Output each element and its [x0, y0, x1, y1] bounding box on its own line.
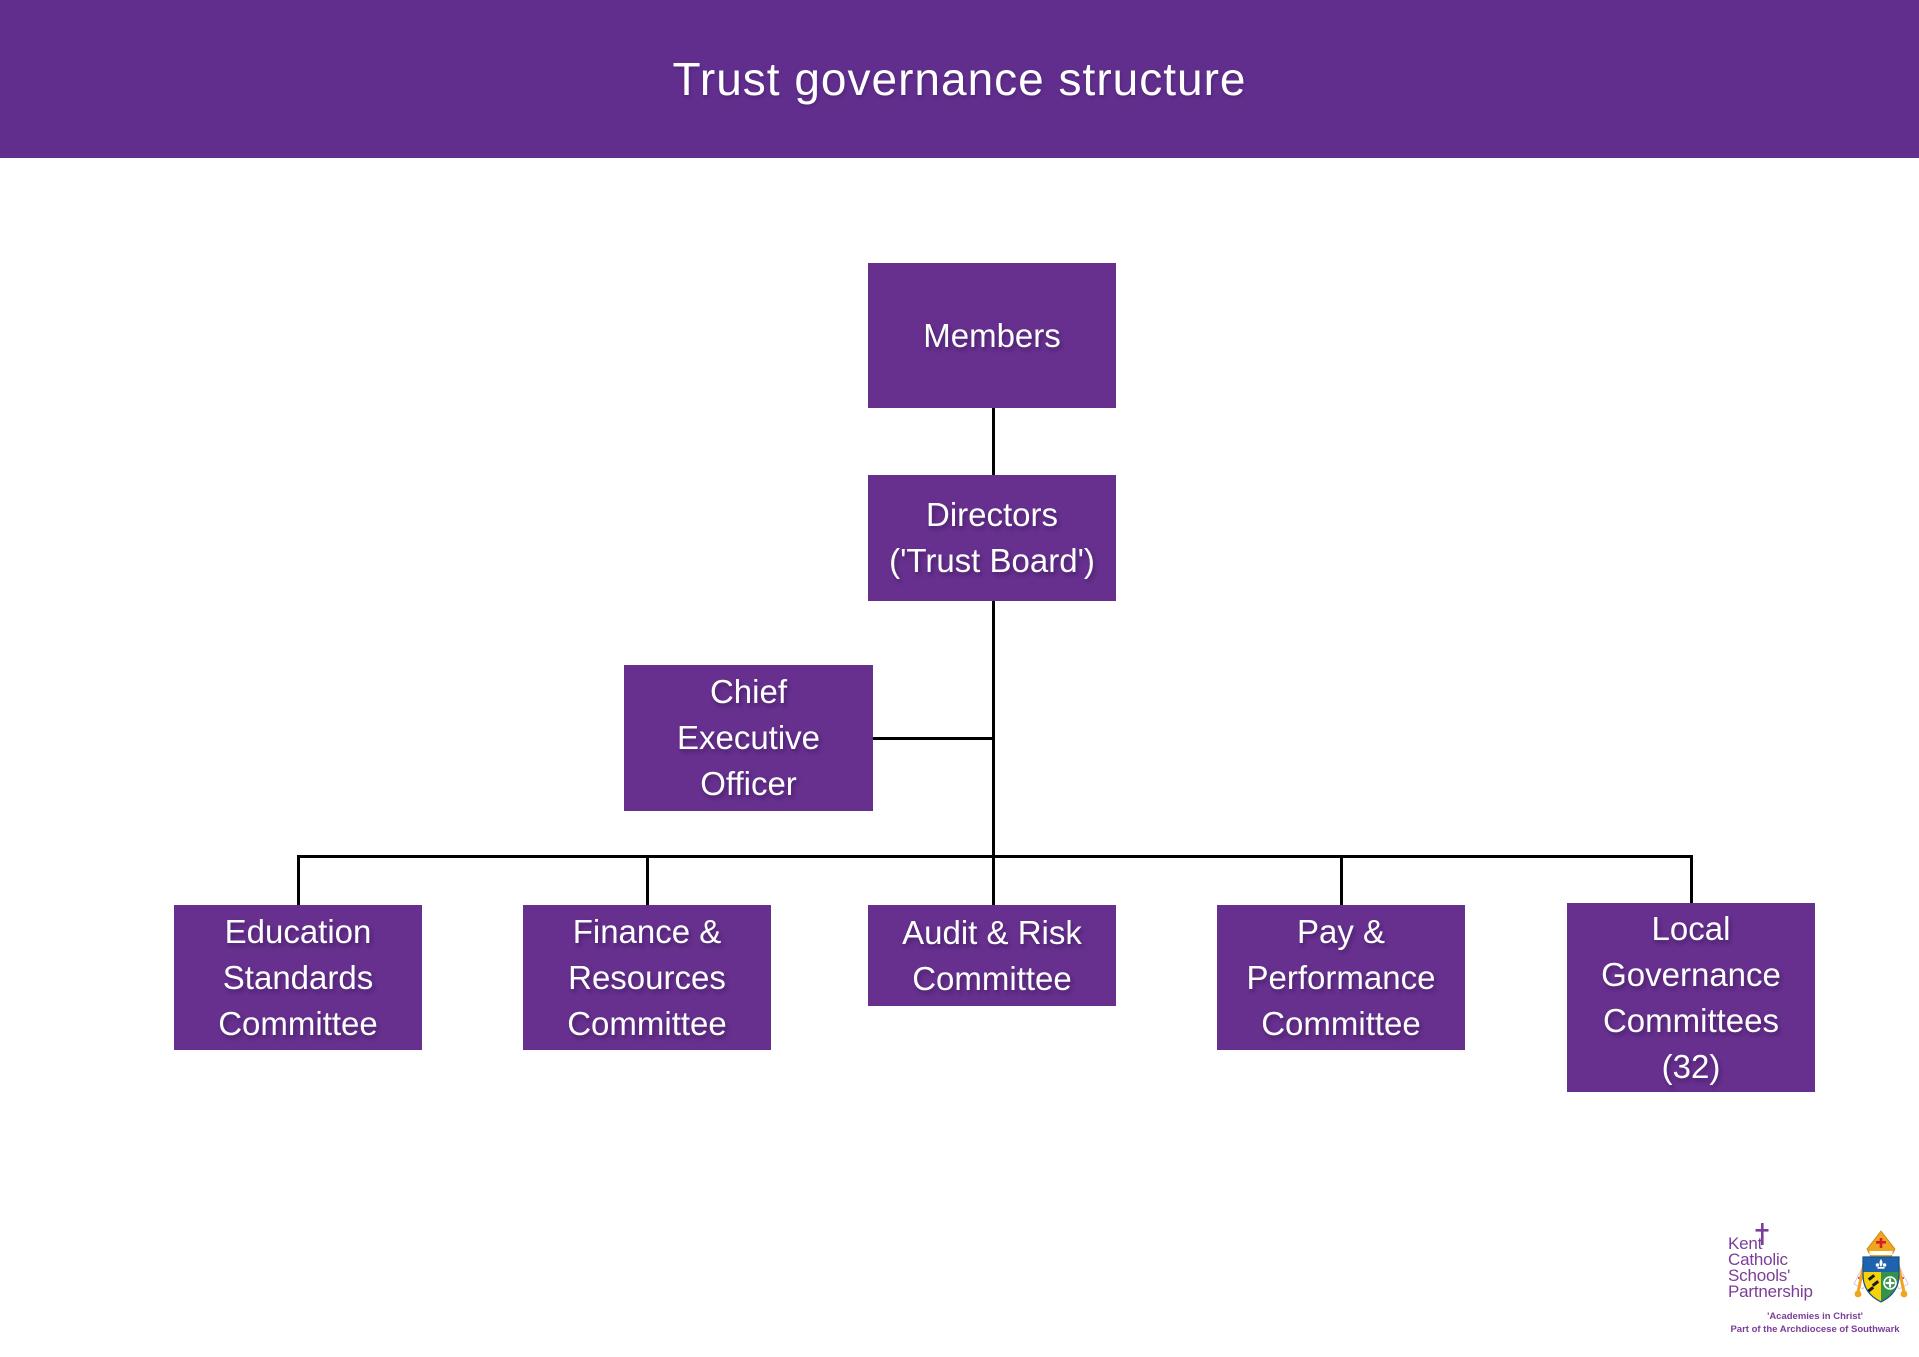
node-label-line: Committee — [567, 1004, 727, 1042]
node-label-line: Committees — [1602, 1001, 1780, 1039]
logo-wordmark: Kent Catholic Schools' Partnership — [1718, 1223, 1813, 1301]
node-audit-risk-committee: Audit & Risk Committee — [868, 905, 1116, 1006]
connector-ceo-branch — [873, 737, 994, 740]
connector-committees-horizontal — [297, 855, 1693, 858]
node-label-line: Committee — [218, 1004, 378, 1042]
node-label-line: Standards — [222, 958, 374, 996]
logo-wordmark-line: Partnership — [1728, 1282, 1813, 1301]
logo-wordmark-line: Schools' — [1728, 1266, 1791, 1285]
node-label-line: Officer — [700, 765, 797, 802]
logo-kcsp: Kent Catholic Schools' Partnership — [1718, 1223, 1912, 1335]
logo-subtext: Part of the Archdiocese of Southwark — [1730, 1324, 1900, 1335]
node-label-line: ('Trust Board') — [889, 542, 1095, 579]
node-label-line: Executive — [676, 719, 821, 756]
node-members: Members — [868, 263, 1116, 408]
node-label-line: Local — [1651, 909, 1731, 947]
node-label-line: Directors — [925, 496, 1059, 533]
node-label-line: Members — [923, 316, 1061, 354]
cross-icon — [1755, 1223, 1769, 1245]
node-local-governance-committees: Local Governance Committees (32) — [1567, 903, 1815, 1092]
node-label-line: Audit & Risk — [902, 913, 1082, 951]
archdiocese-crest-icon — [1853, 1230, 1909, 1303]
node-pay-performance-committee: Pay & Performance Committee — [1217, 905, 1465, 1050]
node-education-standards-committee: Education Standards Committee — [174, 905, 422, 1050]
logo-tagline: 'Academies in Christ' — [1767, 1311, 1863, 1322]
node-label-line: Committee — [1261, 1004, 1421, 1042]
connector-members-directors — [992, 408, 995, 475]
node-chief-executive-officer: Chief Executive Officer — [624, 665, 873, 811]
logo-wordmark-line: Kent — [1728, 1234, 1763, 1253]
node-directors-trust-board: Directors ('Trust Board') — [868, 475, 1116, 601]
connector-stub-pay — [1340, 855, 1343, 905]
connector-stub-local — [1690, 855, 1693, 903]
connector-stub-finance — [646, 855, 649, 905]
node-label-line: Performance — [1246, 958, 1436, 996]
node-finance-resources-committee: Finance & Resources Committee — [523, 905, 771, 1050]
connector-trunk — [992, 600, 995, 905]
header-banner: Trust governance structure — [0, 0, 1919, 158]
page-title: Trust governance structure — [672, 53, 1247, 105]
node-label-line: Governance — [1601, 955, 1781, 993]
node-label-line: Committee — [912, 959, 1072, 997]
logo-wordmark-line: Catholic — [1728, 1250, 1788, 1269]
node-label-line: Chief — [709, 673, 788, 710]
node-label-line: Resources — [568, 958, 726, 996]
node-label-line: Finance & — [572, 912, 722, 950]
node-label-line: (32) — [1661, 1047, 1721, 1085]
node-label-line: Pay & — [1296, 912, 1386, 950]
connector-stub-education — [297, 855, 300, 905]
node-label-line: Education — [224, 912, 372, 950]
